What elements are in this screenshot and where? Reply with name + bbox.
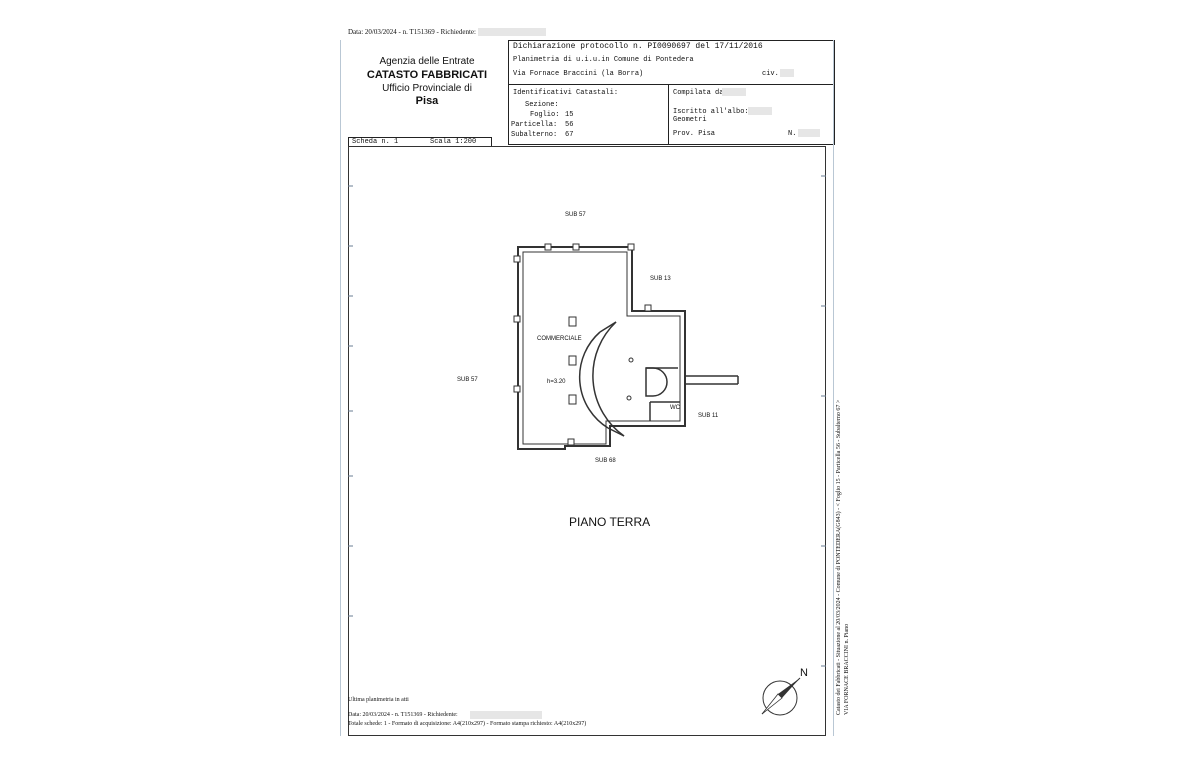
sezione-label: Sezione: (525, 101, 559, 109)
compilata-label: Compilata da: (673, 89, 728, 97)
subalterno-value: 67 (565, 131, 574, 139)
outer-frame-right (833, 40, 834, 736)
catasto-title: CATASTO FABBRICATI (366, 69, 488, 81)
wc-room (645, 367, 680, 421)
label-sub68: SUB 68 (595, 458, 616, 464)
outer-frame-left (340, 40, 341, 736)
building-walls (517, 246, 686, 450)
label-wc: WC (670, 405, 680, 411)
side-catasto-text: Catasto dei Fabbricati - Situazione al 2… (836, 399, 842, 715)
footer-ultima: Ultima planimetria in atti (348, 697, 409, 703)
agency-name: Agenzia delle Entrate (379, 56, 475, 67)
floor-plan (348, 175, 826, 716)
north-arrow (761, 677, 801, 716)
scala-label: Scala 1:200 (430, 138, 477, 146)
declaration-divider (508, 84, 835, 85)
address-line: Via Fornace Braccini (la Borra) (513, 70, 644, 78)
particella-label: Particella: (511, 121, 558, 129)
label-sub11: SUB 11 (698, 413, 719, 419)
header-date-line: Data: 20/03/2024 - n. T151369 - Richiede… (348, 28, 476, 36)
label-commerciale: COMMERCIALE (537, 336, 582, 342)
agency-block: Agenzia delle Entrate CATASTO FABBRICATI… (352, 56, 502, 107)
footer-data: Data: 20/03/2024 - n. T151369 - Richiede… (348, 712, 458, 718)
particella-value: 56 (565, 121, 574, 129)
redacted-n (798, 129, 820, 137)
wall-openings (513, 243, 652, 446)
frame-ticks (348, 175, 826, 667)
plan-line: Planimetria di u.i.u.in Comune di Ponted… (513, 56, 694, 64)
civ-label: civ. (762, 70, 779, 78)
iscritto-label: Iscritto all'albo: (673, 108, 749, 116)
foglio-value: 15 (565, 111, 574, 119)
floor-label: PIANO TERRA (569, 515, 651, 529)
drawing-frame (348, 146, 826, 736)
protocol-line: Dichiarazione protocollo n. PI0090697 de… (513, 42, 763, 51)
corridor-lines (685, 375, 739, 385)
scheda-label: Scheda n. 1 (352, 138, 399, 146)
redacted-footer-requester (470, 711, 542, 719)
declaration-box (508, 40, 835, 145)
north-label: N (800, 667, 808, 679)
declaration-vdivider (668, 84, 669, 145)
redacted-civ (780, 69, 794, 77)
n-label: N. (788, 130, 797, 138)
redacted-requester (478, 28, 546, 36)
redacted-compiler (722, 88, 746, 96)
subalterno-label: Subalterno: (511, 131, 558, 139)
footer-totale: Totale schede: 1 - Formato di acquisizio… (348, 721, 587, 727)
label-sub13: SUB 13 (650, 276, 671, 282)
label-sub57-top: SUB 57 (565, 212, 586, 218)
side-address-text: VIA FORNACE BRACCINI n. Piano (844, 623, 850, 715)
foglio-label: Foglio: (530, 111, 560, 119)
redacted-iscritto (748, 107, 772, 115)
ufficio-label: Ufficio Provinciale di (382, 83, 472, 94)
label-height: h=3.20 (547, 379, 566, 385)
ufficio-city: Pisa (415, 95, 439, 107)
geometri-label: Geometri (673, 116, 707, 124)
curved-counter (578, 321, 625, 437)
pillars (568, 316, 577, 405)
identifiers-title: Identificativi Catastali: (513, 89, 619, 97)
label-sub57-left: SUB 57 (457, 377, 478, 383)
prov-label: Prov. Pisa (673, 130, 716, 138)
